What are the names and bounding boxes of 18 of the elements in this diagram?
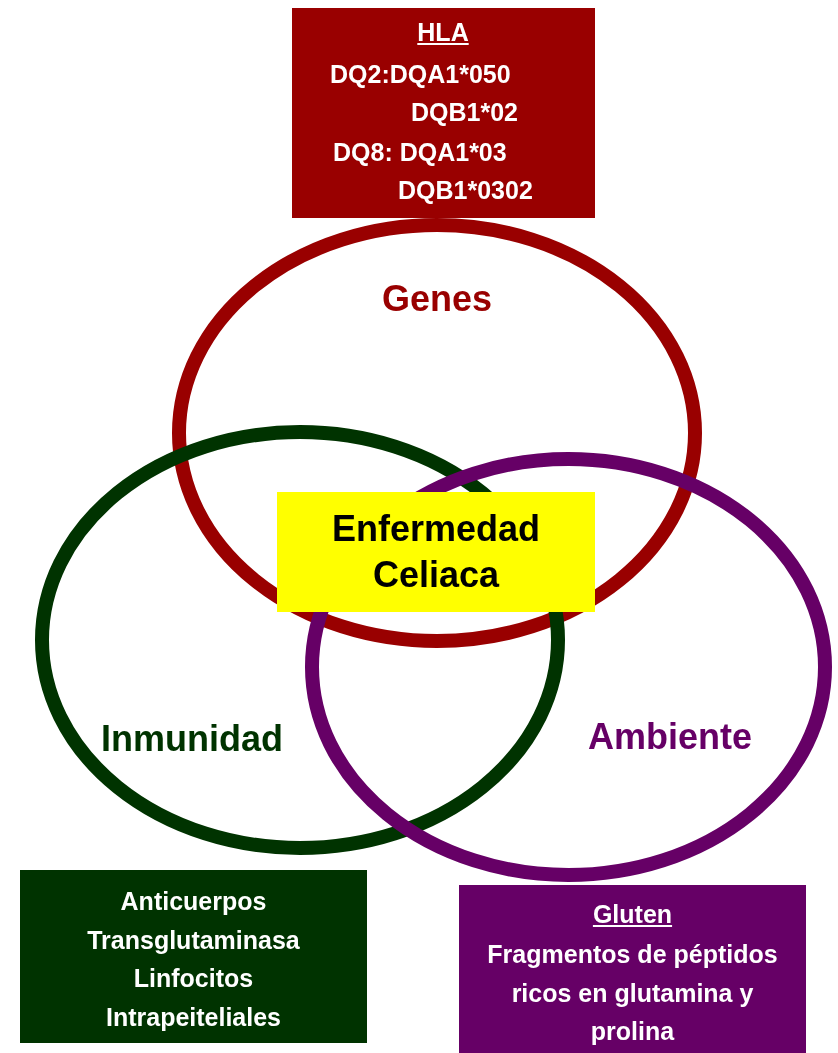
immunity-ellipse (35, 425, 565, 855)
immunity-box (20, 870, 367, 1043)
box-text: Enfermedad Celiaca (330, 507, 542, 597)
heading-text: Gluten (591, 899, 674, 929)
box-text: Fragmentos de péptidos ricos en glutamina y prolina (486, 939, 779, 1047)
box-text: DQB1*0302 (398, 176, 533, 205)
environment-box (459, 885, 806, 1053)
box-text: DQ2:DQA1*050 (330, 60, 511, 89)
environment-ellipse (305, 452, 832, 882)
circle-label: Inmunidad (101, 718, 283, 760)
box-text: DQ8: DQA1*03 (333, 138, 507, 167)
heading-text: HLA (417, 18, 469, 47)
box-text: Anticuerpos Transglutaminasa Linfocitos Intrapeiteliales (86, 886, 301, 1033)
box-text: DQB1*02 (411, 98, 518, 127)
genes-ellipse (172, 218, 702, 648)
circle-label: Genes (381, 278, 493, 320)
hla-box (292, 8, 595, 218)
circle-label: Ambiente (588, 716, 752, 758)
